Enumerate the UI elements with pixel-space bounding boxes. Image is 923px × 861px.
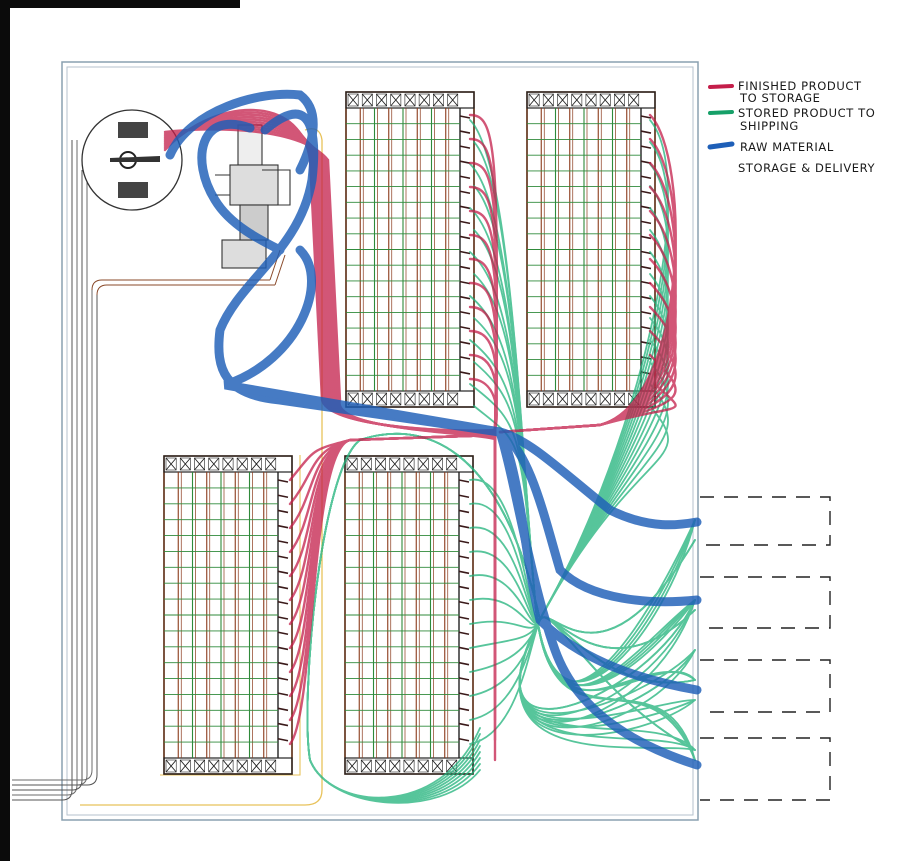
legend-swatch-finished bbox=[710, 86, 732, 87]
rack-block-3 bbox=[164, 456, 292, 774]
legend-label-finished-2: TO STORAGE bbox=[739, 91, 820, 105]
legend-label-stored-2: SHIPPING bbox=[740, 119, 799, 133]
legend-label-raw-1: RAW MATERIAL bbox=[740, 140, 834, 154]
rack-block-4 bbox=[345, 456, 473, 774]
rack-block-2 bbox=[527, 92, 655, 407]
legend-label-stored-1: STORED PRODUCT TO bbox=[738, 106, 875, 120]
legend-swatch-raw bbox=[710, 144, 732, 147]
legend-swatch-stored bbox=[710, 112, 732, 113]
production-circle bbox=[82, 110, 182, 210]
rack-block-1 bbox=[346, 92, 474, 407]
legend-label-raw-2: STORAGE & DELIVERY bbox=[738, 161, 876, 175]
